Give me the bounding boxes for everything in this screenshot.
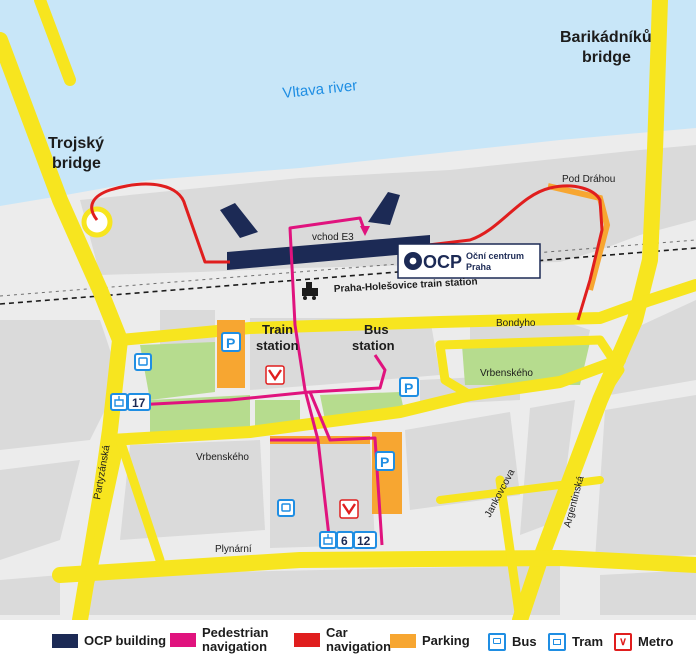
bus-icon — [488, 633, 506, 651]
legend-swatch-ocp — [52, 634, 78, 648]
street-vrbenskeho-east: Vrbenského — [480, 368, 533, 379]
tram-line-6: 6 — [341, 534, 348, 548]
svg-text:P: P — [226, 335, 235, 351]
street-bondyho: Bondyho — [496, 318, 536, 329]
legend-metro: ∨ Metro — [614, 633, 673, 651]
train-station-block-1: Train — [262, 322, 293, 337]
legend-pedestrian: Pedestrian navigation — [170, 626, 268, 654]
entrance-label: vchod E3 — [312, 232, 354, 243]
tram-stop-north: 17 — [110, 393, 151, 411]
bus-icon — [134, 353, 152, 371]
legend-swatch-parking — [390, 634, 416, 648]
metro-icon — [265, 365, 285, 385]
metro-icon: ∨ — [614, 633, 632, 651]
legend-label-metro: Metro — [638, 634, 674, 649]
tram-stop-south: 6 12 — [319, 531, 377, 549]
car-navigation-route — [90, 182, 604, 321]
vltava-river — [0, 0, 696, 206]
barikadniku-bridge-label-2: bridge — [582, 49, 631, 66]
ocp-eye-logo-icon — [404, 252, 422, 270]
legend-label-parking: Parking — [422, 633, 470, 648]
legend-parking: Parking — [390, 634, 470, 648]
legend-label-pedestrian-1: Pedestrian — [202, 625, 269, 640]
tram-line-12: 12 — [357, 534, 371, 548]
svg-text:P: P — [404, 380, 413, 396]
legend-tram: Tram — [548, 633, 603, 651]
street-vrbenskeho-west: Vrbenského — [196, 452, 249, 463]
legend-bus: Bus — [488, 633, 537, 651]
metro-icon — [339, 499, 359, 519]
legend-label-car-2: navigation — [326, 639, 392, 654]
bus-icon — [277, 499, 295, 517]
legend-ocp-building: OCP building — [52, 634, 166, 648]
ocp-logo-box: OCP Oční centrum Praha — [397, 243, 541, 279]
railway — [0, 239, 696, 305]
ocp-abbr: OCP — [423, 252, 462, 272]
legend-swatch-car — [294, 633, 320, 647]
bus-station-block-1: Bus — [364, 322, 389, 337]
svg-text:P: P — [380, 454, 389, 470]
parking-icon: P — [221, 332, 241, 352]
street-pod-drahou: Pod Dráhou — [562, 174, 615, 185]
map-svg: Vltava river Trojský bridge Barikádníků … — [0, 0, 696, 620]
bus-station-block-2: station — [352, 338, 395, 353]
legend: OCP building Pedestrian navigation Car n… — [0, 620, 696, 666]
ocp-name-line2: Praha — [466, 262, 492, 272]
pedestrian-navigation-route — [134, 216, 387, 546]
train-station-block-2: station — [256, 338, 299, 353]
legend-label-tram: Tram — [572, 634, 604, 649]
legend-swatch-pedestrian — [170, 633, 196, 647]
roads — [0, 0, 696, 620]
parking-icon: P — [399, 377, 419, 397]
tram-icon — [548, 633, 566, 651]
tram-line-17: 17 — [132, 396, 146, 410]
ocp-building — [220, 192, 430, 270]
ocp-name-line1: Oční centrum — [466, 251, 524, 261]
parks — [140, 342, 590, 435]
legend-car: Car navigation — [294, 626, 391, 654]
legend-label-pedestrian-2: navigation — [202, 639, 268, 654]
trojsky-bridge-label-1: Trojský — [48, 135, 104, 152]
legend-label-ocp: OCP building — [84, 633, 167, 648]
train-icon — [302, 282, 318, 300]
street-plynarni: Plynární — [215, 544, 252, 555]
trojsky-bridge-label-2: bridge — [52, 155, 101, 172]
parking-icon: P — [375, 451, 395, 471]
legend-label-car-1: Car — [326, 625, 348, 640]
legend-label-bus: Bus — [512, 634, 537, 649]
barikadniku-bridge-label-1: Barikádníků — [560, 29, 652, 46]
